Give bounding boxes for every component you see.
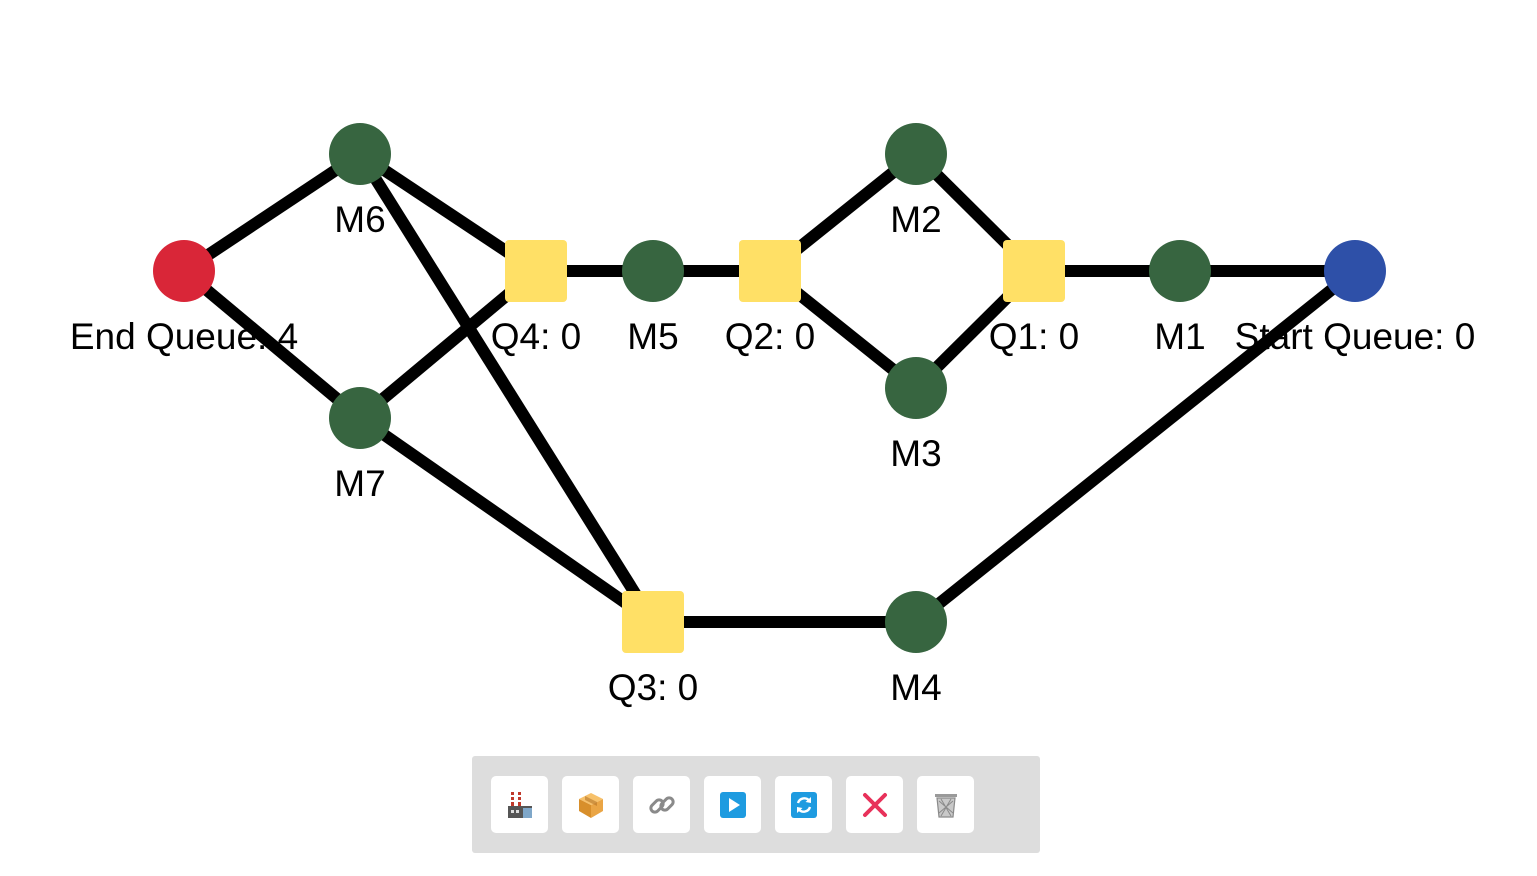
node-label-m3: M3 bbox=[890, 433, 941, 474]
toolbar bbox=[472, 756, 1040, 853]
node-label-m4: M4 bbox=[890, 667, 941, 708]
delete-button[interactable] bbox=[846, 776, 903, 833]
add-queue-button[interactable] bbox=[562, 776, 619, 833]
node-q3[interactable] bbox=[622, 591, 684, 653]
edge-end-m7[interactable] bbox=[180, 266, 364, 423]
node-q2[interactable] bbox=[739, 240, 801, 302]
link-icon bbox=[648, 795, 675, 814]
play-icon bbox=[719, 791, 746, 818]
node-m5[interactable] bbox=[622, 240, 684, 302]
node-q4[interactable] bbox=[505, 240, 567, 302]
node-m4[interactable] bbox=[885, 591, 947, 653]
add-machine-button[interactable] bbox=[491, 776, 548, 833]
edge-m6-q3[interactable] bbox=[354, 150, 659, 626]
node-label-m7: M7 bbox=[334, 463, 385, 504]
node-q1[interactable] bbox=[1003, 240, 1065, 302]
trash-icon bbox=[934, 793, 957, 818]
node-start[interactable] bbox=[1324, 240, 1386, 302]
connect-button[interactable] bbox=[633, 776, 690, 833]
edge-m4-start[interactable] bbox=[912, 266, 1359, 627]
node-label-m6: M6 bbox=[334, 199, 385, 240]
factory-icon bbox=[507, 791, 532, 818]
node-label-m5: M5 bbox=[627, 316, 678, 357]
replay-button[interactable] bbox=[775, 776, 832, 833]
node-label-m1: M1 bbox=[1154, 316, 1205, 357]
refresh-icon bbox=[790, 791, 817, 818]
node-label-m2: M2 bbox=[890, 199, 941, 240]
node-label-start: Start Queue: 0 bbox=[1235, 316, 1476, 357]
node-m2[interactable] bbox=[885, 123, 947, 185]
nodes-layer bbox=[153, 123, 1386, 653]
cross-icon bbox=[862, 792, 887, 817]
node-end[interactable] bbox=[153, 240, 215, 302]
edge-end-m6[interactable] bbox=[180, 149, 364, 276]
node-label-q2: Q2: 0 bbox=[725, 316, 816, 357]
node-m7[interactable] bbox=[329, 387, 391, 449]
node-label-end: End Queue: 4 bbox=[70, 316, 298, 357]
node-label-q3: Q3: 0 bbox=[608, 667, 699, 708]
play-button[interactable] bbox=[704, 776, 761, 833]
node-m3[interactable] bbox=[885, 357, 947, 419]
node-label-q4: Q4: 0 bbox=[491, 316, 582, 357]
node-label-q1: Q1: 0 bbox=[989, 316, 1080, 357]
node-m1[interactable] bbox=[1149, 240, 1211, 302]
package-icon bbox=[578, 792, 603, 818]
clear-button[interactable] bbox=[917, 776, 974, 833]
node-m6[interactable] bbox=[329, 123, 391, 185]
edge-m7-q3[interactable] bbox=[356, 413, 657, 627]
